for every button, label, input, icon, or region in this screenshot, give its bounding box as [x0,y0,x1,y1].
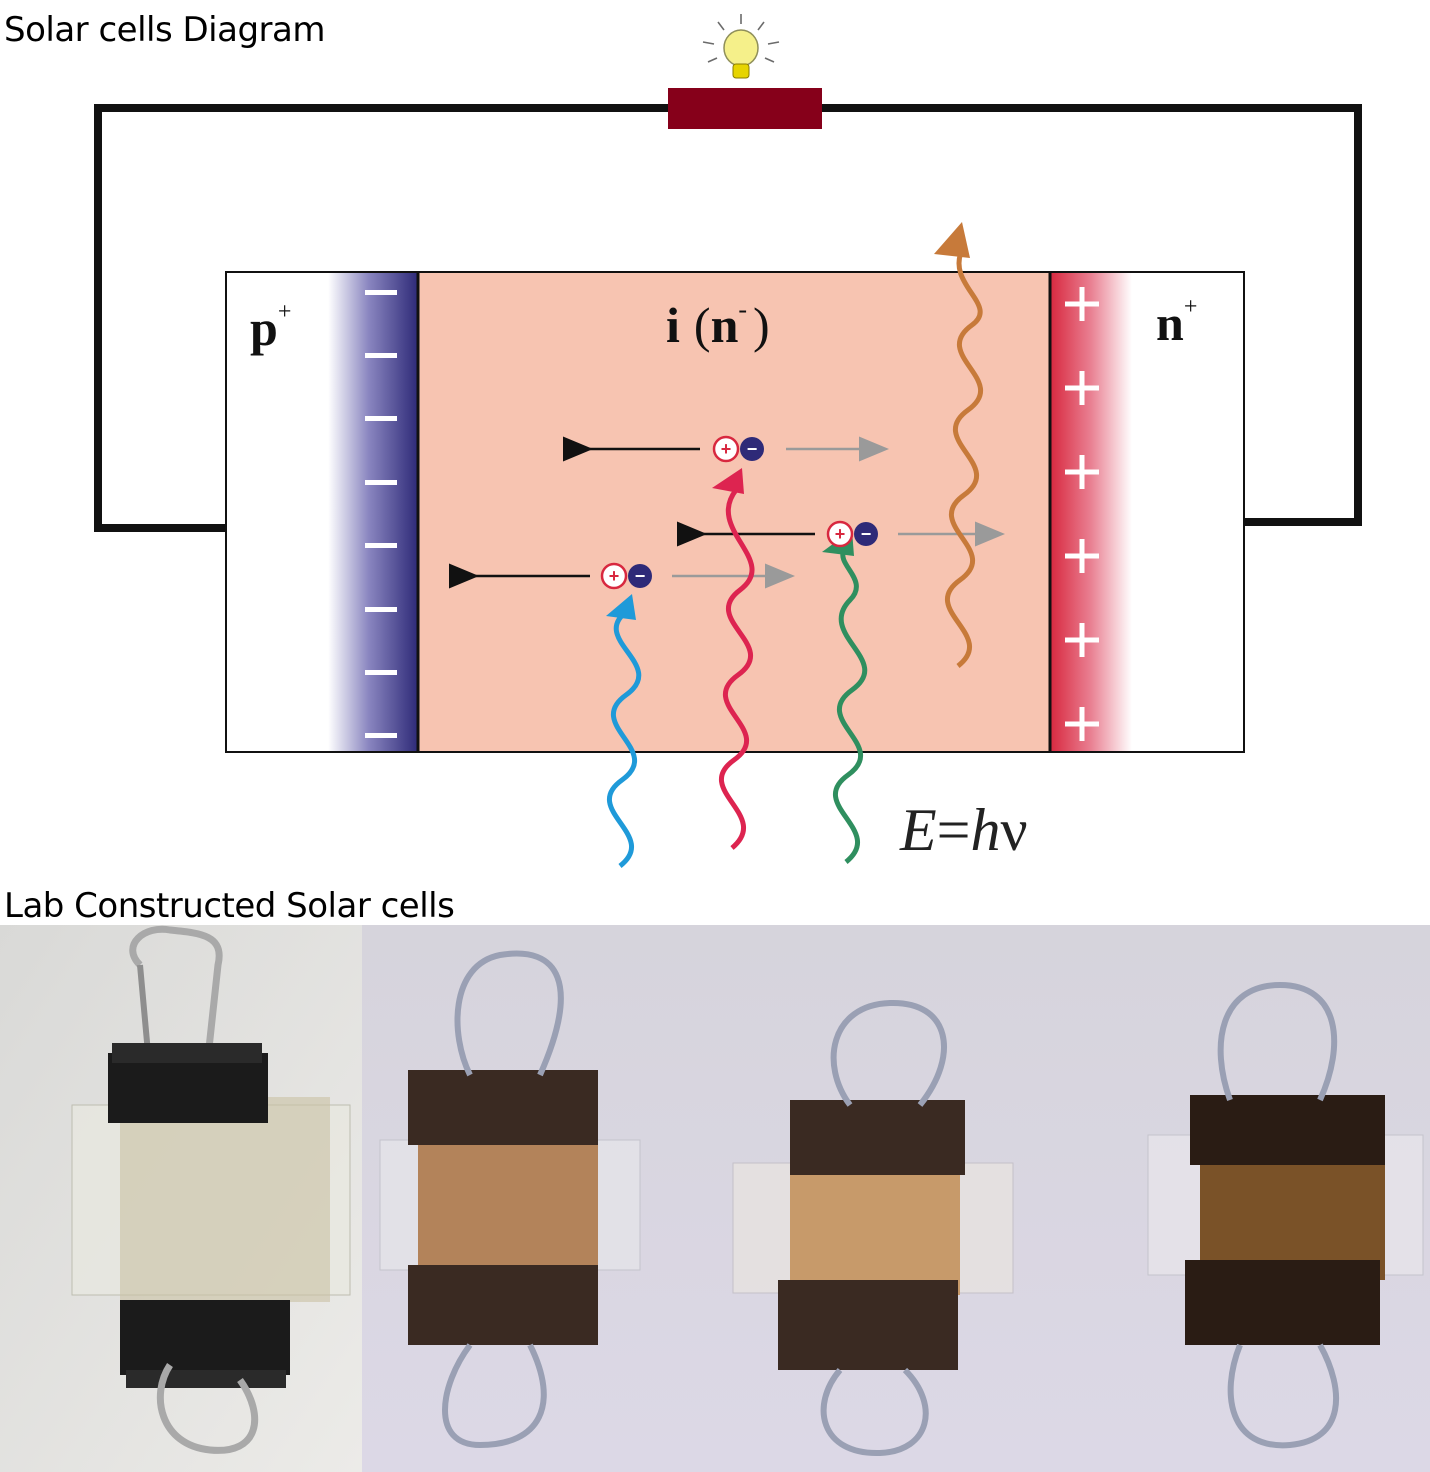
binder-clip-cell-2 [379,950,641,1449]
electron-hole-pair-icon: + − [712,435,764,463]
lab-solar-cells-photos [0,925,1430,1472]
svg-text:+: + [721,439,732,459]
svg-text:−: − [747,439,758,459]
photon-wave-blue [606,610,642,868]
negative-charges [365,290,397,738]
solar-cell-diagram: p+ i(n-) n+ [94,14,1362,868]
diagram-heading: Solar cells Diagram [4,10,325,50]
load-resistor [668,88,822,129]
binder-clip-cell-1 [71,925,351,1454]
circuit-wire-right [822,104,1362,526]
photon-wave-green [832,548,868,864]
binder-clip-cell-4 [1147,981,1424,1449]
photos-heading: Lab Constructed Solar cells [4,886,455,926]
intrinsic-region [418,273,1050,751]
svg-text:+: + [609,566,620,586]
svg-text:−: − [635,566,646,586]
electron-hole-pair-icon: + − [826,520,878,548]
hole-drift-arrows [449,436,815,589]
svg-text:−: − [861,524,872,544]
photon-wave-orange [944,248,984,668]
n-depletion-region [1050,273,1132,751]
circuit-wire-left [94,104,670,532]
binder-clip-cell-3 [732,999,1014,1457]
p-depletion-region [328,273,418,751]
electron-hole-pair-icon: + − [600,562,652,590]
n-region-label: n+ [1156,294,1197,351]
photon-wave-red [718,488,755,850]
p-region-label: p+ [250,299,291,356]
i-region-label: i(n-) [666,295,770,353]
svg-text:+: + [835,524,846,544]
light-bulb-icon [702,14,780,79]
electron-drift-arrows [672,436,1005,589]
photon-energy-label: E=hν [899,797,1028,863]
positive-charges [1065,287,1099,741]
